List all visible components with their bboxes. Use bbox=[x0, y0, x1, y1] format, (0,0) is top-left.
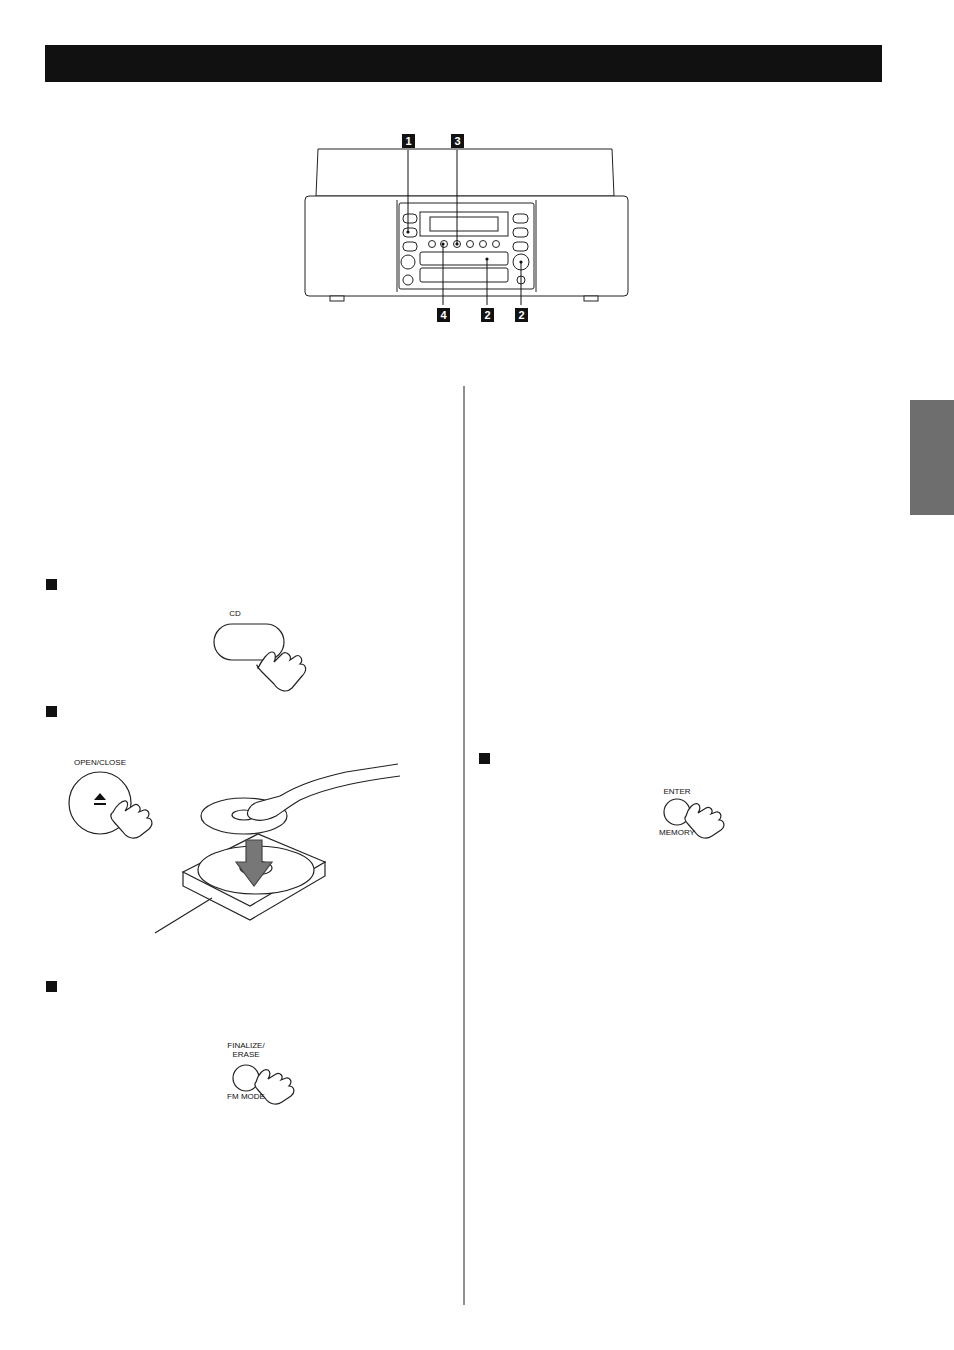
finalize-button: FINALIZE/ ERASE FM MODE bbox=[210, 1040, 300, 1108]
button-label: OPEN/CLOSE bbox=[55, 758, 145, 767]
callout-dots bbox=[406, 230, 522, 263]
open-close-button: OPEN/CLOSE bbox=[55, 757, 155, 837]
disc-tray bbox=[155, 764, 400, 933]
open-close-button bbox=[69, 772, 152, 838]
button-label: FINALIZE/ ERASE bbox=[221, 1041, 271, 1059]
callout-number: 1 bbox=[402, 134, 415, 148]
enter-button: ENTER MEMORY bbox=[645, 786, 735, 844]
column-divider bbox=[464, 386, 465, 1305]
button-label: CD bbox=[220, 609, 250, 618]
button-label: FM MODE bbox=[216, 1092, 276, 1101]
button-label: ENTER bbox=[652, 787, 702, 796]
callout-number: 2 bbox=[481, 308, 494, 322]
callout-number: 4 bbox=[437, 308, 450, 322]
device-drawing bbox=[305, 149, 628, 301]
step-markers bbox=[46, 579, 490, 992]
callout-number: 2 bbox=[515, 308, 528, 322]
language-tab bbox=[910, 400, 954, 515]
leader-lines bbox=[408, 150, 521, 305]
cd-button: CD bbox=[200, 606, 300, 666]
button-label: MEMORY bbox=[647, 828, 707, 837]
cd-button bbox=[214, 624, 306, 691]
title-bar bbox=[45, 45, 882, 82]
callout-number: 3 bbox=[451, 134, 464, 148]
